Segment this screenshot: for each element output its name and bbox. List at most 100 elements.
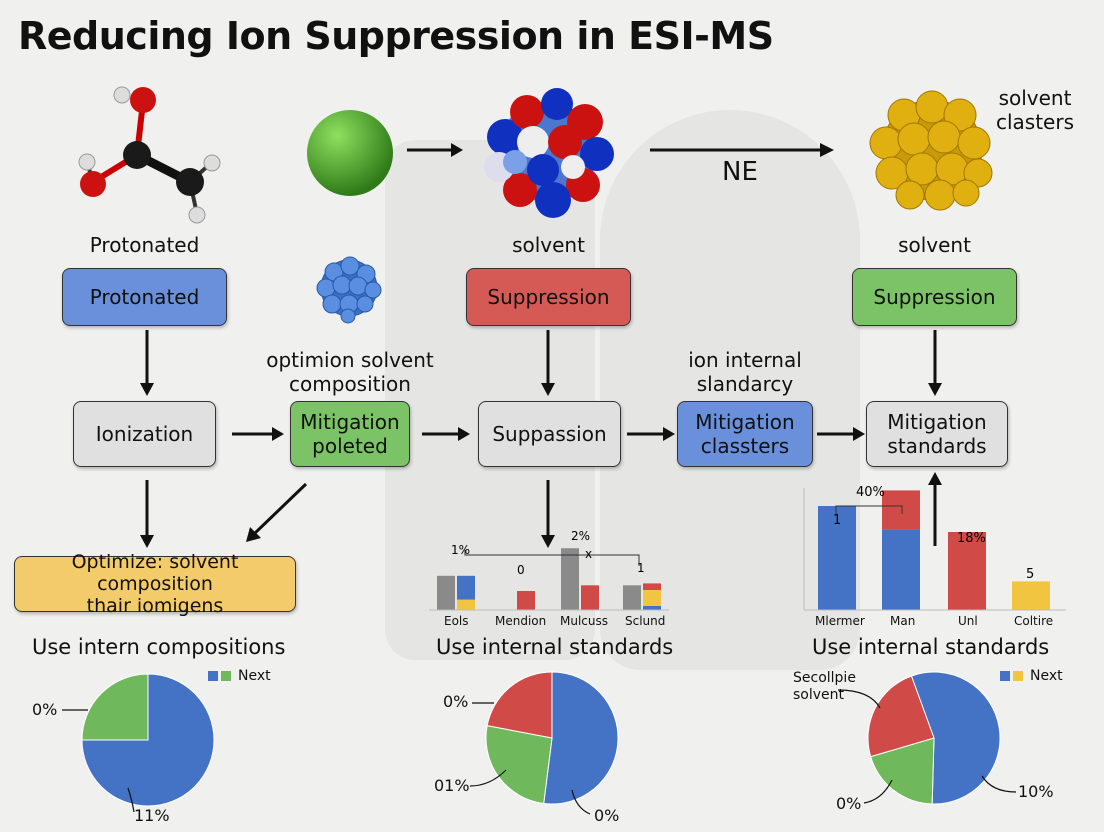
mitigation-poleted-box: Mitigation poleted [290,401,410,467]
pie-slice [81,673,149,741]
pie-label: 11% [134,806,170,825]
bracket [835,505,903,514]
arrow-down-icon [541,330,555,396]
watermark-shape [600,110,860,670]
solvent-cluster-icon [869,90,993,211]
data-label: 40% [856,485,885,500]
arrow-right-icon [627,427,675,441]
ionization-box: Ionization [73,401,216,467]
caption-left: Use intern compositions [32,635,286,659]
x-tick-label: Mlermer [815,614,865,628]
suppression-box-green: Suppression [852,268,1017,326]
bar [643,590,661,607]
protonated-box: Protonated [62,268,227,326]
ne-label: NE [722,157,758,187]
bar [882,490,920,530]
arrow-right-icon [817,427,865,441]
pie-slice [543,671,619,805]
data-label: 1 [833,513,841,528]
data-label: 1 [637,561,645,575]
blue-cluster-icon [316,256,382,324]
bar [623,585,641,610]
suppression-box-red: Suppression [466,268,631,326]
green-sphere-icon [307,110,393,196]
arrow-diagonal-icon [246,482,308,542]
x-tick-label: Mendion [495,614,547,628]
ion-internal-label: ion internal slandarcy [688,348,802,396]
suppassion-box: Suppassion [478,401,621,467]
bar [561,548,579,610]
pie-label: 0% [836,794,862,813]
data-label: 1% [451,543,470,557]
x-tick-label: Coltire [1014,614,1054,628]
pie-slice [870,737,935,805]
data-label: x [585,547,592,561]
bar [643,583,661,591]
arrow-up-icon [928,472,942,546]
bar [948,532,986,610]
caption-right: Use internal standards [812,635,1050,659]
protonated-molecule-icon [78,86,221,224]
x-tick-label: Unl [958,614,978,628]
solvent-label-mid: solvent [512,233,585,257]
bracket [464,550,640,566]
bar-chart-right: 40% 1 18% 5 [803,485,1066,611]
arrow-down-icon [928,330,942,396]
bar [437,575,455,610]
long-arrow-right-icon [650,143,834,157]
x-tick-label: Eols [444,614,469,628]
data-label: 18% [957,531,986,546]
pie-label: 0% [594,806,620,825]
data-label: 5 [1026,567,1034,582]
bar-chart-middle: 1% 0 2% x 1 [429,530,669,611]
optimion-label: optimion solvent composition [266,348,434,396]
arrow-right-icon [407,143,463,157]
pie-slice [486,671,553,739]
pie-chart-middle [485,671,619,805]
pie-slice [867,675,935,758]
x-tick-label: Mulcuss [560,614,608,628]
pie-label: 0% [443,692,469,711]
bar [581,585,599,610]
x-tick-label: Man [890,614,916,628]
legend-swatch-blue [208,671,218,681]
pie-label: 01% [434,776,470,795]
bar [818,506,856,610]
legend-left: Next [208,668,271,684]
legend-swatch-yellow [1013,671,1023,681]
data-label: 0 [517,563,525,577]
legend-right: Next [1000,668,1063,684]
page-title: Reducing Ion Suppression in ESI-MS [18,14,774,58]
bar [1012,581,1050,610]
bar [517,591,535,610]
ion-cluster-icon [484,88,614,218]
pie-label: 0% [32,700,58,719]
bar [457,599,475,610]
arrow-down-icon [140,480,154,548]
data-label: 2% [571,530,590,543]
pie-slice [81,673,215,807]
legend-label: Next [1030,668,1063,684]
pie-chart-right [867,671,1001,805]
x-tick-label: Sclund [625,614,666,628]
mitigation-classters-box: Mitigation classters [677,401,813,467]
protonated-label: Protonated [89,233,200,257]
arrow-down-icon [541,480,555,548]
caption-middle: Use internal standards [436,635,674,659]
arrow-down-icon [140,330,154,396]
legend-swatch-blue [1000,671,1010,681]
watermark-shape [385,140,595,660]
bar [643,606,661,610]
bar [882,529,920,610]
mitigation-standards-box: Mitigation standards [866,401,1008,467]
bar [457,575,475,600]
optimize-box: Optimize: solvent composition thair iomi… [14,551,296,617]
solvent-label-right: solvent [898,233,971,257]
legend-label: Next [238,668,271,684]
pie-chart-left [81,673,215,807]
pie-label: 10% [1018,782,1054,801]
pie-label: Secollpie solvent [793,670,856,703]
arrow-right-icon [232,427,284,441]
